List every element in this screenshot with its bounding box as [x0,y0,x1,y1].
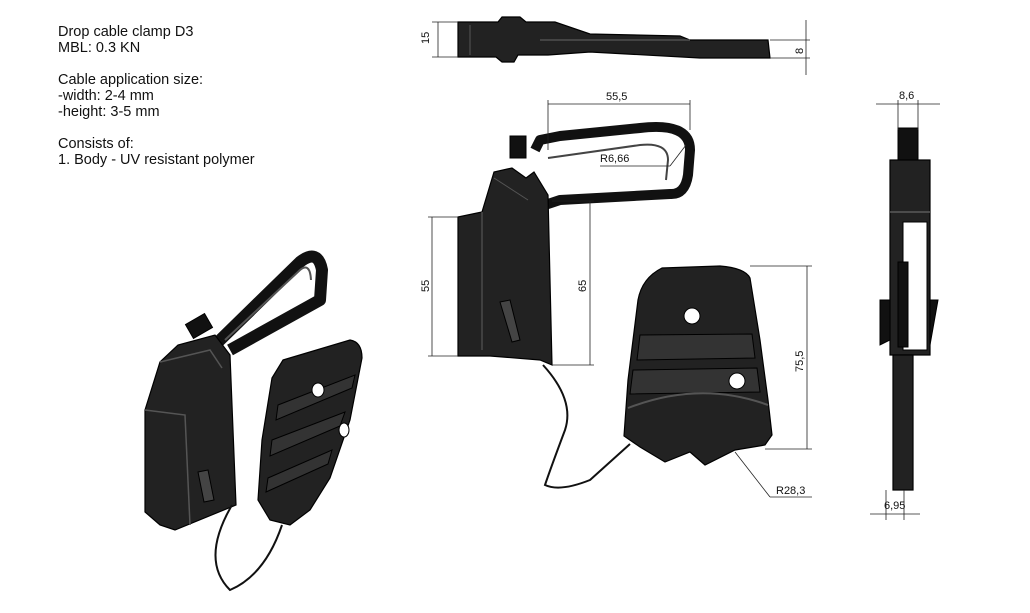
dim-side-top: 8,6 [899,90,914,102]
dim-top-thickness: 8 [794,48,806,54]
cable-height: -height: 3-5 mm [58,104,160,120]
dim-hook-radius: R6,66 [600,153,629,165]
part-1: 1. Body - UV resistant polymer [58,152,255,168]
dim-body-height: 55 [420,280,432,292]
consists-heading: Consists of: [58,136,134,152]
specification-text: Drop cable clamp D3 MBL: 0.3 KN Cable ap… [58,24,255,168]
dim-length: 55,5 [606,91,627,103]
product-title: Drop cable clamp D3 [58,24,194,40]
dim-body-height-total: 65 [577,280,589,292]
front-view: 55,5 R6,66 55 65 75,5 R28,3 [420,91,812,498]
cable-width: -width: 2-4 mm [58,88,154,104]
dim-side-bottom: 6,95 [884,500,905,512]
isometric-view [144,250,363,592]
dim-top-height: 15 [420,32,432,44]
top-view: 15 8 [420,16,810,75]
cable-size-heading: Cable application size: [58,72,204,88]
side-view: 8,6 6,95 [870,90,940,520]
dim-wedge-radius: R28,3 [776,485,805,497]
dim-wedge-height: 75,5 [794,351,806,372]
mbl-rating: MBL: 0.3 KN [58,40,141,56]
